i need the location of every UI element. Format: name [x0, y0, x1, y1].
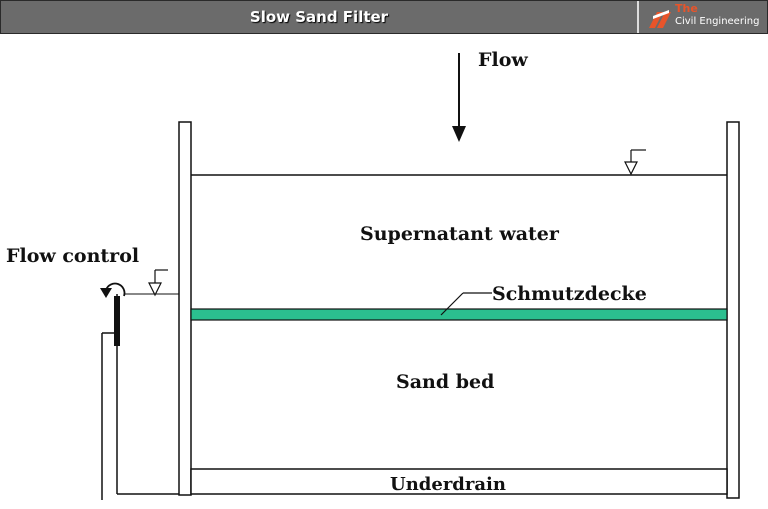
schmutzdecke-leader-line	[440, 292, 464, 316]
flow-arrow-icon	[452, 53, 466, 142]
right-wall	[726, 121, 740, 499]
logo-text-subtitle: Civil Engineering	[675, 16, 760, 27]
water-level-marker-icon	[624, 149, 646, 176]
flow-label: Flow	[478, 49, 528, 71]
supernatant-water-label: Supernatant water	[360, 223, 560, 245]
page-title: Slow Sand Filter	[249, 8, 389, 26]
rotate-arrow-icon	[100, 282, 126, 298]
underdrain-label: Underdrain	[390, 474, 506, 495]
schmutzdecke-layer	[190, 308, 728, 321]
outlet-level-marker-icon	[148, 269, 168, 297]
header-bar: Slow Sand Filter The Civil Engineering	[0, 0, 768, 34]
outlet-pipe	[101, 293, 179, 500]
underdrain-layer	[190, 468, 728, 495]
logo-stripes-icon	[649, 10, 671, 28]
flow-control-valve[interactable]	[114, 296, 120, 346]
schmutzdecke-label: Schmutzdecke	[492, 283, 647, 305]
sand-bed-label: Sand bed	[396, 371, 494, 393]
flow-control-label: Flow control	[6, 245, 139, 267]
logo-text-the: The	[675, 2, 698, 15]
left-wall	[178, 121, 192, 496]
brand-logo[interactable]: The Civil Engineering	[637, 1, 768, 33]
